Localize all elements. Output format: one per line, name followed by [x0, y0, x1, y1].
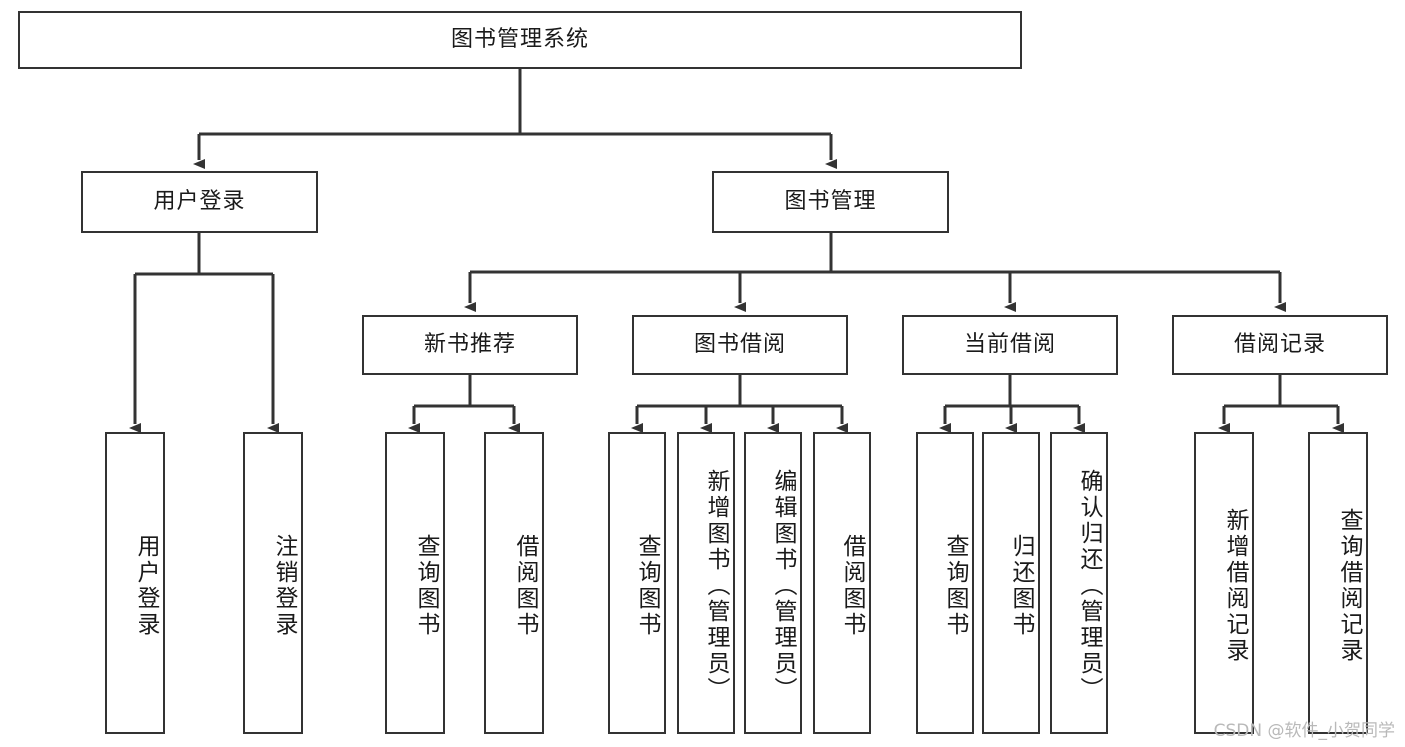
node-user-login-label: 用户登录 [153, 188, 246, 214]
node-borrow-record-label: 借阅记录 [1233, 331, 1326, 357]
node-new-book-rec[interactable]: 新书推荐 [362, 315, 578, 375]
node-leaf-borrow-book-2[interactable]: 借阅图书 [813, 432, 871, 734]
node-book-manage[interactable]: 图书管理 [712, 171, 949, 233]
node-book-manage-label: 图书管理 [784, 188, 877, 214]
node-leaf-borrow-book-1[interactable]: 借阅图书 [484, 432, 544, 734]
node-new-book-rec-label: 新书推荐 [423, 331, 516, 357]
node-leaf-add-record[interactable]: 新增借阅记录 [1194, 432, 1254, 734]
node-leaf-query-book-2[interactable]: 查询图书 [608, 432, 666, 734]
node-leaf-query-record[interactable]: 查询借阅记录 [1308, 432, 1368, 734]
node-leaf-user-login[interactable]: 用户登录 [105, 432, 165, 734]
node-leaf-borrow-book-1-label: 借阅图书 [512, 534, 538, 638]
node-root[interactable]: 图书管理系统 [18, 11, 1022, 69]
node-user-login[interactable]: 用户登录 [81, 171, 318, 233]
node-leaf-query-book-2-label: 查询图书 [634, 534, 660, 638]
watermark: CSDN @软件_小贺同学 [1213, 721, 1395, 741]
node-root-label: 图书管理系统 [450, 26, 589, 52]
node-book-borrow-label: 图书借阅 [693, 331, 786, 357]
node-current-borrow[interactable]: 当前借阅 [902, 315, 1118, 375]
node-leaf-query-book-1-label: 查询图书 [413, 534, 439, 638]
node-leaf-logout-label: 注销登录 [271, 534, 297, 638]
node-leaf-query-book-1[interactable]: 查询图书 [385, 432, 445, 734]
node-leaf-add-record-label: 新增借阅记录 [1222, 508, 1248, 664]
node-leaf-confirm-return-label: 确认归还（管理员） [1076, 469, 1102, 703]
node-leaf-query-book-3[interactable]: 查询图书 [916, 432, 974, 734]
node-leaf-add-book[interactable]: 新增图书（管理员） [677, 432, 735, 734]
node-leaf-logout[interactable]: 注销登录 [243, 432, 303, 734]
node-leaf-return-book-label: 归还图书 [1008, 534, 1034, 638]
node-leaf-edit-book-label: 编辑图书（管理员） [770, 469, 796, 703]
node-leaf-return-book[interactable]: 归还图书 [982, 432, 1040, 734]
node-leaf-query-book-3-label: 查询图书 [942, 534, 968, 638]
node-borrow-record[interactable]: 借阅记录 [1172, 315, 1388, 375]
node-leaf-add-book-label: 新增图书（管理员） [703, 469, 729, 703]
node-book-borrow[interactable]: 图书借阅 [632, 315, 848, 375]
node-leaf-confirm-return[interactable]: 确认归还（管理员） [1050, 432, 1108, 734]
node-leaf-edit-book[interactable]: 编辑图书（管理员） [744, 432, 802, 734]
node-leaf-user-login-label: 用户登录 [133, 534, 159, 638]
node-current-borrow-label: 当前借阅 [963, 331, 1056, 357]
node-leaf-borrow-book-2-label: 借阅图书 [839, 534, 865, 638]
node-leaf-query-record-label: 查询借阅记录 [1336, 508, 1362, 664]
